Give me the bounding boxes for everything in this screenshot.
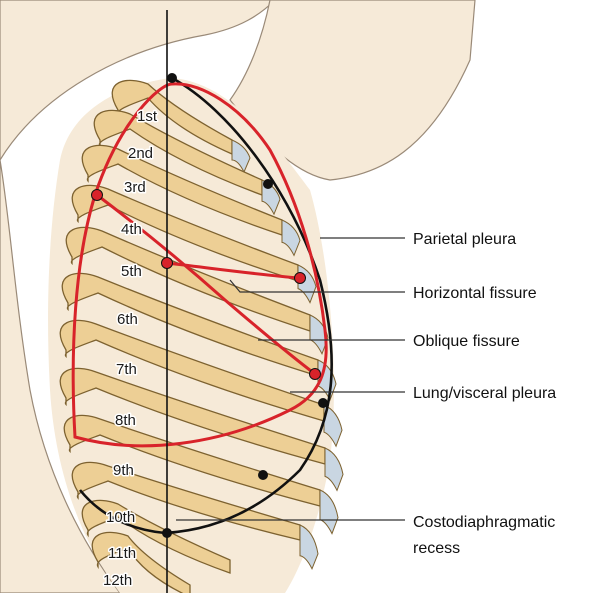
rib-label-10th: 10th [106,509,135,526]
marker-black-recess [162,528,172,538]
callout-horizontal-fissure: Horizontal fissure [413,285,537,302]
callout-costodiaphragmatic-line2: recess [413,540,460,557]
costal-cartilage-8 [325,448,343,490]
rib-label-1st: 1st [137,108,158,125]
rib-label-3rd: 3rd [124,179,146,196]
marker-red-oblique [310,369,321,380]
marker-red-3rd [92,190,103,201]
costal-cartilage-10 [300,525,318,569]
rib-label-12th: 12th [103,572,132,589]
rib-label-4th: 4th [121,221,142,238]
callout-costodiaphragmatic-line1: Costodiaphragmatic [413,514,555,531]
marker-red-horizontal [295,273,306,284]
marker-black-8th [318,398,328,408]
costal-cartilage-9 [320,490,338,534]
callout-labels: Parietal pleura Horizontal fissure Obliq… [413,231,556,557]
rib-label-6th: 6th [117,311,138,328]
rib-label-5th: 5th [121,263,142,280]
marker-black-10th [258,470,268,480]
rib-label-9th: 9th [113,462,134,479]
marker-black-3rd [263,179,273,189]
callout-visceral-pleura: Lung/visceral pleura [413,385,556,402]
rib-label-2nd: 2nd [128,145,153,162]
rib-label-11th: 11th [108,545,136,562]
marker-apex [167,73,177,83]
callout-parietal-pleura: Parietal pleura [413,231,516,248]
callout-oblique-fissure: Oblique fissure [413,333,520,350]
rib-label-8th: 8th [115,412,136,429]
rib-label-7th: 7th [116,361,137,378]
marker-red-5th [162,258,173,269]
